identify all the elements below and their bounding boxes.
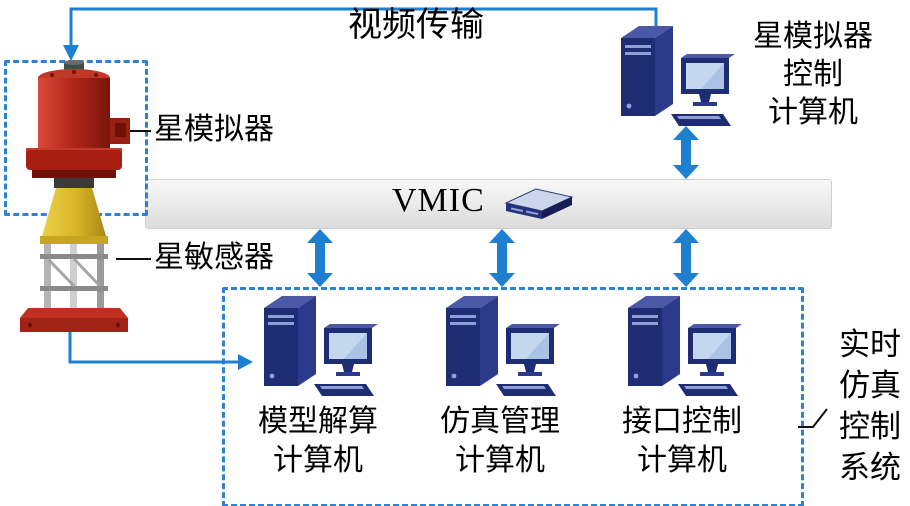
video-transmission-arrow xyxy=(63,7,658,61)
label-line: 计算机 xyxy=(455,444,545,477)
realtime-system-label: 实时 仿真 控制 系统 xyxy=(830,324,910,488)
star-simulator-device xyxy=(26,60,130,188)
label-line: 计算机 xyxy=(637,444,727,477)
system-bracket-tick xyxy=(798,408,828,428)
star-sensor-device xyxy=(20,188,128,332)
model-computer-icon xyxy=(264,296,378,396)
label-line: 控制 xyxy=(783,58,843,91)
label-line: 实时 xyxy=(839,327,901,362)
bus-arrow-model-computer xyxy=(307,229,333,287)
sim-control-computer-icon xyxy=(621,26,735,126)
sensor-output-arrow xyxy=(68,330,253,370)
vmic-bus-label: VMIC xyxy=(392,182,485,219)
bus-arrow-sim-mgmt-computer xyxy=(489,229,515,287)
label-line: 计算机 xyxy=(768,96,858,129)
label-line: 控制 xyxy=(839,409,901,444)
interface-computer-label: 接口控制 计算机 xyxy=(597,402,767,480)
interface-computer-icon xyxy=(628,296,742,396)
bus-arrow-sim-control xyxy=(673,126,699,179)
vmic-switch-icon xyxy=(504,188,574,219)
label-line: 星模拟器 xyxy=(753,20,873,53)
label-line: 模型解算 xyxy=(258,405,378,438)
bus-arrow-interface-computer xyxy=(673,229,699,287)
sim-control-computer-label: 星模拟器 控制 计算机 xyxy=(722,18,904,132)
label-line: 接口控制 xyxy=(622,405,742,438)
star-sensor-label: 星敏感器 xyxy=(154,241,274,274)
realtime-system-box xyxy=(222,287,804,506)
star-simulator-label: 星模拟器 xyxy=(154,113,274,146)
label-line: 仿真 xyxy=(839,368,901,403)
label-line: 系统 xyxy=(839,450,901,485)
sim-mgmt-computer-label: 仿真管理 计算机 xyxy=(415,402,585,480)
label-line: 计算机 xyxy=(273,444,363,477)
video-transmission-label: 视频传输 xyxy=(348,7,484,44)
vmic-bus-bar xyxy=(145,179,832,229)
model-computer-label: 模型解算 计算机 xyxy=(233,402,403,480)
star-hardware-illustration xyxy=(20,60,130,332)
label-line: 仿真管理 xyxy=(440,405,560,438)
sim-mgmt-computer-icon xyxy=(446,296,560,396)
